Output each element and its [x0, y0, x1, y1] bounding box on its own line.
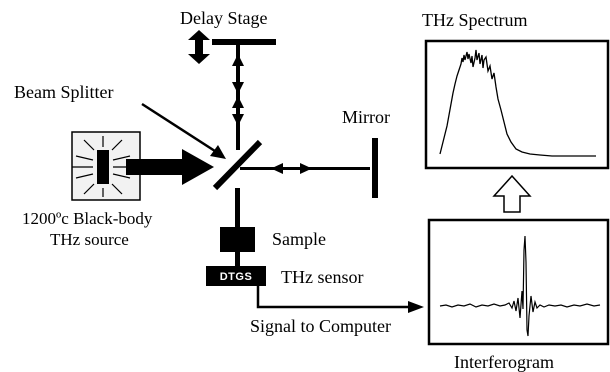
source-label-line1: 1200ºc Black-body — [22, 209, 153, 228]
double-arrow-icon — [188, 30, 210, 64]
thz-source: 1200ºc Black-body THz source — [22, 131, 153, 249]
interferogram-panel: Interferogram — [427, 218, 610, 372]
source-beam-arrow — [126, 149, 214, 185]
lamp-glow-icon — [72, 136, 134, 197]
sensor-tag: DTGS — [220, 271, 253, 283]
spectrum-title: THz Spectrum — [422, 10, 527, 30]
sensor-label: THz sensor — [281, 267, 363, 287]
signal-label: Signal to Computer — [250, 316, 391, 336]
fixed-mirror — [372, 138, 378, 198]
sample-label: Sample — [272, 229, 326, 249]
signal-line — [256, 286, 424, 313]
spectrum-panel: THz Spectrum — [422, 10, 610, 170]
sample-block — [220, 227, 255, 252]
interferogram-curve — [439, 235, 601, 337]
delay-stage-mirror — [212, 39, 276, 45]
beam-splitter-pointer — [141, 102, 226, 159]
delay-stage: Delay Stage — [180, 8, 276, 64]
interferogram-frame — [427, 218, 610, 346]
spectrum-curve — [439, 49, 596, 157]
source-label-line2: THz source — [50, 230, 129, 249]
hollow-up-arrow-icon — [492, 174, 532, 213]
beam-sample-to-sensor — [235, 252, 240, 266]
thz-sensor: DTGS THz sensor — [206, 266, 363, 287]
spectrum-frame — [424, 39, 610, 170]
mirror-label: Mirror — [342, 107, 390, 127]
beam-splitter — [212, 139, 263, 191]
sensor-body — [206, 266, 266, 286]
delay-stage-label: Delay Stage — [180, 8, 267, 28]
beam-delay-arm — [232, 45, 244, 150]
beam-output-arm — [235, 188, 240, 228]
interferogram-title: Interferogram — [454, 352, 554, 372]
fixed-mirror-arm: Mirror — [240, 107, 390, 198]
beam-splitter-label: Beam Splitter — [14, 82, 113, 102]
